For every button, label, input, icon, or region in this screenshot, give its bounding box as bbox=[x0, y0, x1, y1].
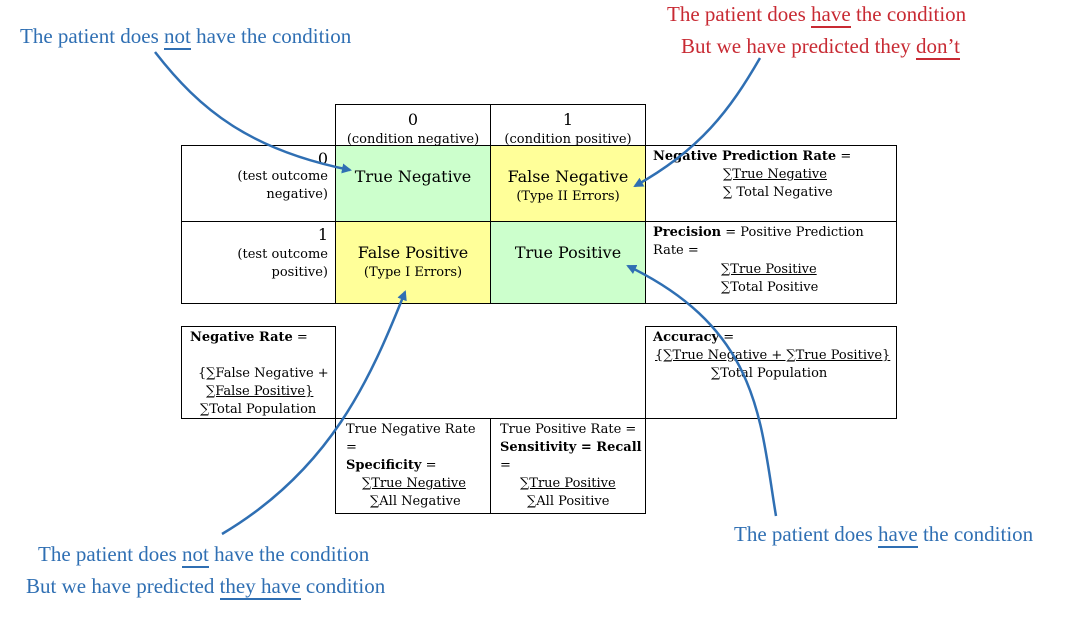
formula-specificity: True Negative Rate = Specificity = ∑True… bbox=[335, 418, 491, 514]
arrow-to-true-negative bbox=[154, 51, 352, 174]
cell-true-negative: True Negative bbox=[335, 145, 491, 222]
annotation-fn-line2: But we have predicted they don’t bbox=[681, 34, 960, 60]
formula-accuracy: Accuracy = {∑True Negative + ∑True Posit… bbox=[645, 326, 897, 419]
arrow-to-true-positive bbox=[626, 264, 778, 517]
arrow-to-false-positive bbox=[221, 290, 407, 536]
annotation-tn: The patient does not have the condition bbox=[20, 24, 352, 50]
annotation-fp-line1: The patient does not have the condition bbox=[38, 542, 370, 568]
cell-false-positive: False Positive (Type I Errors) bbox=[335, 221, 491, 304]
formula-negative-prediction-rate: Negative Prediction Rate = ∑True Negativ… bbox=[645, 145, 897, 222]
formula-sensitivity: True Positive Rate = Sensitivity = Recal… bbox=[490, 418, 646, 514]
formula-precision: Precision = Positive Prediction Rate = ∑… bbox=[645, 221, 897, 304]
annotation-tp: The patient does have the condition bbox=[734, 522, 1034, 548]
formula-negative-rate: Negative Rate = {∑False Negative + ∑Fals… bbox=[181, 326, 336, 419]
annotation-fp-line2: But we have predicted they have conditio… bbox=[26, 574, 386, 600]
annotation-fn-line1: The patient does have the condition bbox=[667, 2, 967, 28]
cell-false-negative: False Negative (Type II Errors) bbox=[490, 145, 646, 222]
cell-true-positive: True Positive bbox=[490, 221, 646, 304]
arrow-to-false-negative bbox=[633, 57, 762, 188]
header-condition-positive: 1 (condition positive) bbox=[490, 104, 646, 147]
